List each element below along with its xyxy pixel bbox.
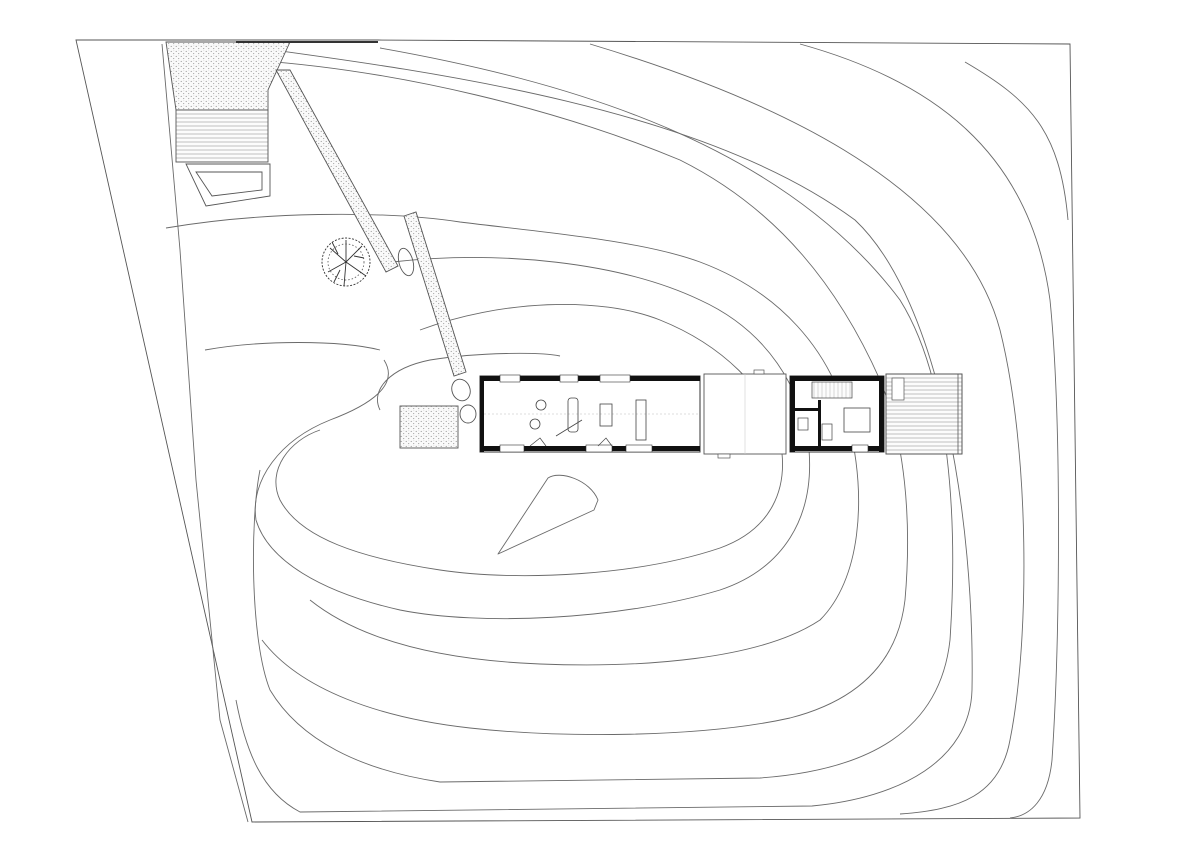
bedroom-wing-west-wall xyxy=(790,376,795,452)
entry-structure xyxy=(165,41,378,207)
contour-line-6 xyxy=(964,61,1069,221)
contour-line-2 xyxy=(235,44,973,813)
contour-line-12 xyxy=(377,352,561,411)
site-boundary xyxy=(75,39,1081,823)
bed-icon xyxy=(843,407,871,433)
column xyxy=(753,369,765,375)
partition-wall xyxy=(795,408,818,411)
door-swing xyxy=(597,437,613,447)
stone-paved-area xyxy=(165,41,291,111)
contour-line-10 xyxy=(204,342,381,351)
bath-fixture-icon xyxy=(821,423,833,441)
bedroom-wing xyxy=(789,375,885,453)
deck-bench xyxy=(891,377,905,401)
contour-innermost xyxy=(497,474,599,555)
contour-line-3 xyxy=(252,47,954,783)
contour-line-7 xyxy=(249,59,909,735)
window-gap xyxy=(599,374,631,383)
stair-arrow xyxy=(555,419,583,437)
small-shed xyxy=(185,163,271,207)
bedroom-wing-north-wall xyxy=(790,376,884,381)
deck-rail xyxy=(885,373,963,455)
sofa-icon xyxy=(567,397,579,433)
tree-icon xyxy=(321,237,371,287)
living-wing xyxy=(479,374,701,453)
window-gap xyxy=(499,374,521,383)
contour-line-5 xyxy=(799,43,1059,819)
column xyxy=(717,453,731,459)
stepping-stone-2 xyxy=(451,378,471,402)
contour-line-11 xyxy=(275,303,783,577)
contour-line-9 xyxy=(254,257,810,620)
bedroom-wing-south-wall xyxy=(790,446,884,451)
living-wing-north-wall xyxy=(480,376,700,381)
door-swing xyxy=(529,437,547,447)
contour-line-1 xyxy=(161,43,249,823)
east-deck xyxy=(885,373,963,455)
window-gap xyxy=(559,374,579,383)
stone-path-lower xyxy=(403,211,467,377)
breezeway xyxy=(703,369,787,459)
contour-line-4 xyxy=(589,43,1025,815)
stepping-stone-1 xyxy=(397,247,415,277)
bedroom-wing-east-wall xyxy=(879,376,884,452)
window-gap xyxy=(625,444,653,453)
living-wing-west-wall xyxy=(480,376,484,452)
kitchen-counter-icon xyxy=(635,399,647,441)
window-gap xyxy=(585,444,613,453)
chair-icon xyxy=(535,399,547,411)
terrace-pad xyxy=(399,405,459,449)
stepping-stone-3 xyxy=(459,404,477,424)
gate-roof xyxy=(175,109,269,163)
stone-path-upper xyxy=(275,69,399,273)
dining-table-icon xyxy=(599,403,613,427)
stair-icon xyxy=(811,381,853,399)
chair-icon xyxy=(529,418,541,430)
bath-fixture-icon xyxy=(797,417,809,431)
partition-wall xyxy=(818,400,821,446)
window-gap xyxy=(499,444,525,453)
window-gap xyxy=(851,444,869,453)
